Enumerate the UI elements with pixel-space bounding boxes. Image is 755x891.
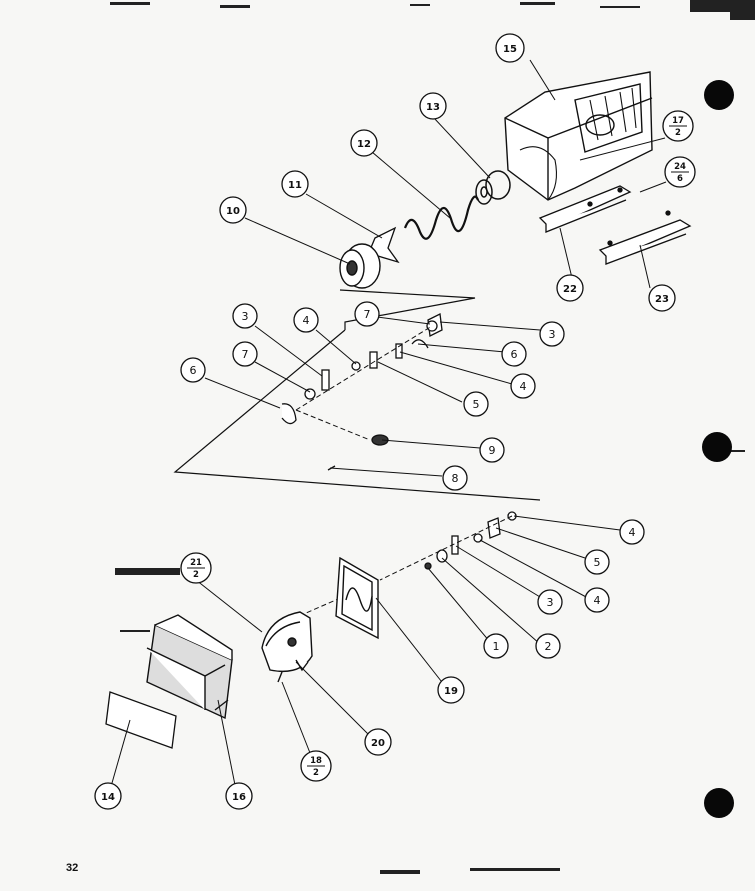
callout-16: 16 [225, 782, 253, 810]
svg-text:4: 4 [520, 380, 527, 393]
svg-text:3: 3 [549, 328, 556, 341]
svg-text:1: 1 [493, 640, 500, 653]
svg-text:2: 2 [675, 128, 681, 138]
svg-text:23: 23 [655, 294, 669, 305]
callout-8: 8 [442, 465, 468, 491]
svg-text:4: 4 [629, 526, 636, 539]
callout-18-2: 18 2 [300, 750, 332, 782]
svg-text:22: 22 [563, 284, 577, 295]
drive-cup [339, 243, 381, 289]
callout-21-2: 21 2 [180, 552, 212, 584]
callout-4c: 4 [619, 519, 645, 545]
callout-1: 1 [483, 633, 509, 659]
svg-text:11: 11 [288, 180, 302, 191]
callout-10: 10 [219, 196, 247, 224]
callout-22: 22 [556, 274, 584, 302]
bucket-rails [538, 185, 692, 265]
svg-text:4: 4 [303, 314, 310, 327]
svg-text:6: 6 [677, 174, 683, 184]
shaft-axis-lower [289, 515, 513, 621]
punch-hole-top [704, 80, 734, 110]
callout-11: 11 [281, 170, 309, 198]
callout-13: 13 [419, 92, 447, 120]
svg-text:17: 17 [672, 116, 684, 126]
ice-bucket [504, 71, 653, 201]
motor-housing [261, 611, 313, 683]
svg-text:21: 21 [190, 558, 202, 568]
callout-2: 2 [535, 633, 561, 659]
callout-9: 9 [479, 437, 505, 463]
svg-text:3: 3 [547, 596, 554, 609]
svg-text:6: 6 [511, 348, 518, 361]
callouts: 15 13 12 11 10 17 2 24 6 22 23 7 3 4 3 7… [94, 33, 696, 810]
svg-text:20: 20 [371, 738, 385, 749]
front-panel [105, 691, 177, 749]
svg-text:9: 9 [489, 444, 496, 457]
callout-7b: 7 [232, 341, 258, 367]
callout-5a: 5 [463, 391, 489, 417]
callout-4d: 4 [584, 587, 610, 613]
callout-4b: 4 [510, 373, 536, 399]
svg-text:5: 5 [594, 556, 601, 569]
callout-19: 19 [437, 676, 465, 704]
svg-text:15: 15 [503, 44, 517, 55]
svg-text:10: 10 [226, 206, 240, 217]
svg-text:2: 2 [313, 768, 319, 778]
auger-spring [403, 195, 480, 240]
svg-text:14: 14 [101, 792, 115, 803]
svg-text:24: 24 [674, 162, 686, 172]
front-cover [146, 614, 233, 720]
punch-hole-bottom [704, 788, 734, 818]
svg-text:7: 7 [242, 348, 249, 361]
callout-12: 12 [350, 129, 378, 157]
callout-20: 20 [364, 728, 392, 756]
svg-text:18: 18 [310, 756, 322, 766]
page-number: 32 [66, 862, 79, 874]
callout-17-2: 17 2 [662, 110, 694, 142]
callout-7a: 7 [354, 301, 380, 327]
svg-text:2: 2 [545, 640, 552, 653]
callout-23: 23 [648, 284, 676, 312]
auger-coupler [475, 170, 511, 205]
callout-3c: 3 [537, 589, 563, 615]
callout-3b: 3 [539, 321, 565, 347]
callout-6b: 6 [501, 341, 527, 367]
svg-text:3: 3 [242, 310, 249, 323]
svg-text:13: 13 [426, 102, 440, 113]
callout-4a: 4 [293, 307, 319, 333]
scan-noise [110, 0, 755, 874]
svg-text:16: 16 [232, 792, 246, 803]
shaft-hardware-upper [281, 313, 443, 471]
svg-text:8: 8 [452, 472, 459, 485]
leader-lines [109, 59, 667, 791]
callout-3a: 3 [232, 303, 258, 329]
svg-text:2: 2 [193, 570, 199, 580]
callout-14: 14 [94, 782, 122, 810]
svg-text:6: 6 [190, 364, 197, 377]
callout-24-6: 24 6 [664, 156, 696, 188]
svg-text:4: 4 [594, 594, 601, 607]
callout-15: 15 [495, 33, 525, 63]
svg-text:5: 5 [473, 398, 480, 411]
svg-text:19: 19 [444, 686, 458, 697]
callout-5b: 5 [584, 549, 610, 575]
callout-6a: 6 [180, 357, 206, 383]
punch-hole-middle [702, 432, 732, 462]
explode-line [173, 289, 541, 501]
svg-text:12: 12 [357, 139, 371, 150]
svg-text:7: 7 [364, 308, 371, 321]
shaft-axis-upper [295, 325, 433, 441]
motor-mounting-plate [335, 556, 379, 640]
